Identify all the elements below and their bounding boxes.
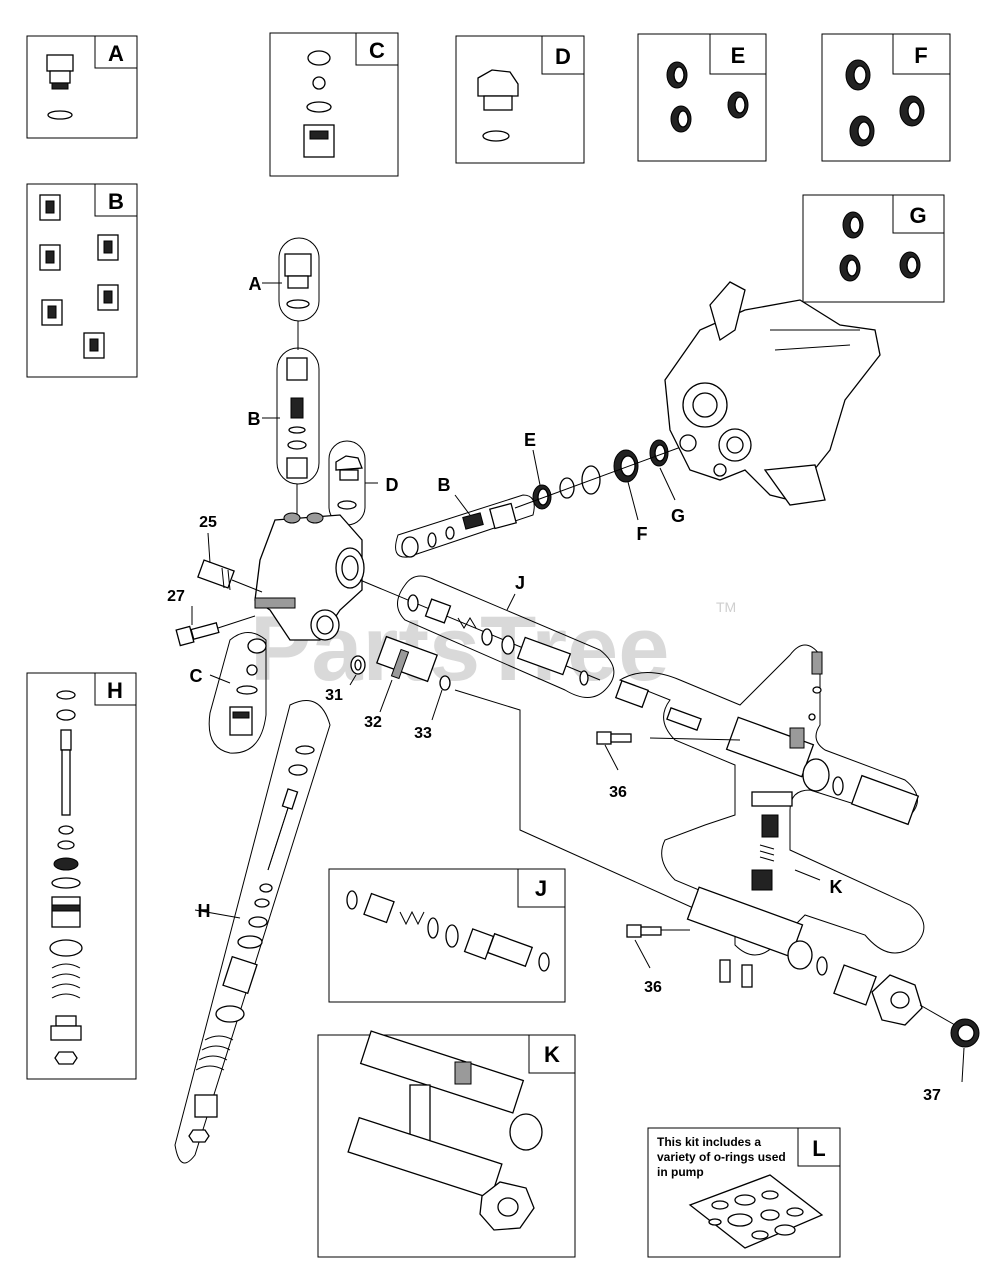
kit-box-g-label: G bbox=[909, 203, 926, 228]
kit-box-a[interactable]: A bbox=[26, 35, 138, 139]
group-c-outline bbox=[208, 632, 267, 754]
part-36-bolt-upper bbox=[596, 731, 632, 745]
kit-box-k[interactable]: K bbox=[317, 1030, 576, 1258]
part-25-plug bbox=[197, 559, 263, 593]
callout-h: H bbox=[198, 901, 211, 921]
group-a-outline bbox=[278, 237, 320, 350]
kit-a-valve-icon bbox=[46, 54, 74, 120]
callout-f: F bbox=[637, 524, 648, 544]
seal-row-efg bbox=[514, 439, 701, 510]
kit-h-unloader-parts-icon bbox=[49, 690, 83, 1065]
callout-d: D bbox=[386, 475, 399, 495]
kit-box-h[interactable]: H bbox=[26, 672, 137, 1080]
part-33-oring bbox=[439, 675, 451, 691]
callout-a: A bbox=[249, 274, 262, 294]
callout-32: 32 bbox=[364, 714, 382, 731]
kit-e-seals-icon bbox=[666, 61, 749, 133]
kit-box-k-label: K bbox=[544, 1042, 560, 1067]
part-32-fitting bbox=[376, 635, 438, 683]
kit-box-d-label: D bbox=[555, 44, 571, 69]
kit-box-e-label: E bbox=[731, 43, 746, 68]
kit-box-c-label: C bbox=[369, 38, 385, 63]
callout-36-upper: 36 bbox=[609, 784, 627, 801]
callout-k: K bbox=[830, 877, 843, 897]
callout-c: C bbox=[190, 666, 203, 686]
kit-g-seals-icon bbox=[839, 211, 921, 282]
kit-c-valve-parts-icon bbox=[303, 50, 335, 158]
kit-box-b[interactable]: B bbox=[26, 183, 138, 378]
kit-box-c[interactable]: C bbox=[269, 32, 399, 177]
connector-line-k bbox=[454, 689, 721, 921]
kit-box-b-label: B bbox=[108, 189, 124, 214]
callout-31: 31 bbox=[325, 687, 343, 704]
kit-box-j[interactable]: J bbox=[328, 868, 566, 1003]
group-d-outline bbox=[328, 440, 366, 545]
kit-box-j-label: J bbox=[535, 876, 547, 901]
kit-k-manifold-icon bbox=[347, 1030, 543, 1231]
group-h-outline bbox=[174, 700, 331, 1164]
kit-box-l-label: L bbox=[812, 1136, 825, 1161]
kit-d-plug-icon bbox=[477, 69, 519, 142]
callout-b-upper: B bbox=[248, 409, 261, 429]
group-j-outline bbox=[397, 575, 615, 698]
kit-l-oring-sheet-icon bbox=[688, 1174, 824, 1249]
kit-b-check-valves-icon bbox=[39, 194, 119, 359]
group-k-outline bbox=[614, 644, 956, 1026]
kit-box-h-label: H bbox=[107, 678, 123, 703]
kit-box-e[interactable]: E bbox=[637, 33, 767, 162]
callout-g: G bbox=[671, 506, 685, 526]
group-b-vertical-outline bbox=[276, 347, 320, 515]
part-31-oring bbox=[350, 655, 366, 675]
callout-36-lower: 36 bbox=[644, 979, 662, 996]
leader-lines bbox=[191, 282, 965, 1083]
callout-33: 33 bbox=[414, 725, 432, 742]
group-b-horizontal-outline bbox=[395, 494, 535, 558]
callout-27: 27 bbox=[167, 588, 185, 605]
callout-b-lower: B bbox=[438, 475, 451, 495]
kit-box-f-label: F bbox=[914, 43, 927, 68]
part-36-bolt-lower bbox=[626, 924, 662, 938]
kit-box-a-label: A bbox=[108, 41, 124, 66]
kit-l-note: This kit includes a variety of o-rings u… bbox=[657, 1135, 786, 1179]
kit-box-f[interactable]: F bbox=[821, 33, 951, 162]
part-37-cap bbox=[950, 1018, 980, 1048]
pump-crankcase bbox=[664, 281, 881, 506]
callout-labels: A B D B E F G 25 27 C J 31 32 33 36 H K … bbox=[167, 274, 941, 1104]
callout-25: 25 bbox=[199, 514, 217, 531]
watermark-trademark: TM bbox=[716, 599, 736, 615]
kit-j-bypass-parts-icon bbox=[346, 890, 550, 972]
callout-37: 37 bbox=[923, 1087, 941, 1104]
callout-j: J bbox=[515, 573, 525, 593]
callout-e: E bbox=[524, 430, 536, 450]
kit-f-seals-icon bbox=[845, 59, 925, 147]
pump-head-manifold bbox=[254, 512, 365, 641]
kit-box-l[interactable]: L bbox=[647, 1127, 841, 1258]
part-27-screw bbox=[175, 615, 256, 647]
kit-box-d[interactable]: D bbox=[455, 35, 585, 164]
kit-box-g[interactable]: G bbox=[802, 194, 945, 303]
